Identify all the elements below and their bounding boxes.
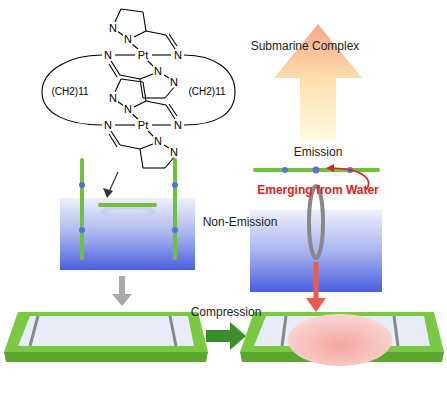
atom-label: N bbox=[169, 147, 179, 158]
callout-label: Emerging from Water bbox=[257, 184, 379, 196]
atom-label: N bbox=[153, 66, 163, 77]
state-label: Non-Emission bbox=[203, 216, 278, 228]
atom-label: N bbox=[169, 77, 179, 88]
atom-label: N bbox=[103, 120, 113, 131]
heading-label: Submarine Complex bbox=[251, 40, 360, 52]
atom-label: N bbox=[173, 120, 183, 131]
chain-label: (CH2)11 bbox=[188, 87, 225, 97]
atom-label: N bbox=[103, 50, 113, 61]
atom-label: N bbox=[123, 104, 133, 115]
atom-label: N bbox=[153, 136, 163, 147]
state-label: Emission bbox=[294, 146, 343, 158]
chain-label: (CH2)11 bbox=[51, 87, 88, 97]
atom-label: Pt bbox=[137, 120, 149, 131]
atom-label: Pt bbox=[137, 50, 149, 61]
step-label: Compression bbox=[191, 306, 262, 318]
atom-label: N bbox=[108, 23, 118, 34]
atom-label: N bbox=[108, 93, 118, 104]
atom-label: N bbox=[123, 34, 133, 45]
atom-label: N bbox=[173, 50, 183, 61]
